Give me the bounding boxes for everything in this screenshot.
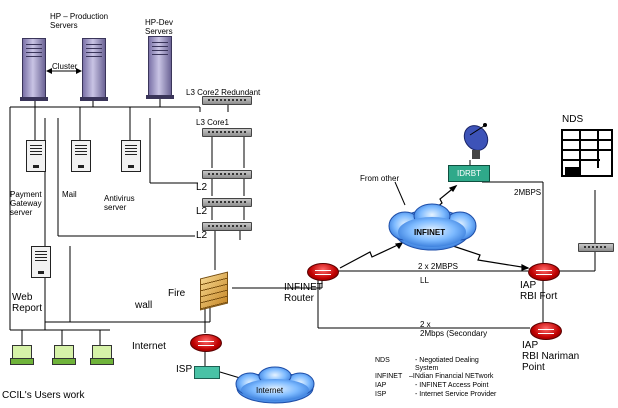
infinet-cloud-icon (388, 203, 477, 251)
2mbps-label: 2MBPS (514, 188, 542, 197)
legend-abbr: INFINET (375, 373, 403, 380)
l2-label: L2 (196, 206, 208, 217)
workstation-icon (52, 345, 76, 365)
internet-cloud-icon (235, 366, 315, 404)
mail-server-icon (71, 140, 91, 172)
internet-label: Internet (132, 341, 166, 352)
isp-router-icon (190, 334, 222, 352)
nds-switch-icon (578, 243, 614, 252)
legend-desc: –INdian Financial NETwork (409, 373, 494, 380)
rack-server-icon (20, 38, 48, 101)
workstation-icon (90, 345, 114, 365)
workstation-icon (10, 345, 34, 365)
legend-abbr: ISP (375, 391, 387, 398)
legend-abbr: NDS (375, 357, 390, 364)
infinet-router-label: INFINET Router (284, 282, 323, 304)
hp-dev-servers-label: HP-Dev Servers (145, 18, 174, 36)
payment-gateway-label: Payment Gateway server (10, 190, 42, 217)
web-report-label: Web Report (12, 292, 43, 314)
rack-server-icon (80, 38, 108, 101)
hp-production-servers-label: HP – Production Servers (50, 12, 109, 30)
isp-box-icon (194, 366, 220, 379)
iap-rbi-fort-label: IAP RBI Fort (520, 280, 558, 302)
ccil-users-label: CCIL's Users work (2, 390, 85, 401)
l2-switch-icon (202, 198, 252, 207)
link-ll-label: LL (420, 276, 429, 285)
l3-core2-label: L3 Core2 Redundant (186, 88, 261, 97)
infinet-router-icon (307, 263, 339, 281)
l3-core1-switch-icon (202, 128, 252, 137)
idrbt-box: IDRBT (448, 165, 490, 182)
l2-label: L2 (196, 230, 208, 241)
iap-rbi-nariman-router-icon (530, 322, 562, 340)
l3-core1-label: L3 Core1 (196, 118, 229, 127)
cluster-label: Cluster (52, 62, 78, 71)
l2-label: L2 (196, 182, 208, 193)
legend-desc: - Internet Service Provider (415, 391, 497, 398)
link-secondary-label: 2 x 2Mbps (Secondary (420, 320, 488, 338)
l3-core2-switch-icon (202, 96, 252, 105)
legend-abbr: IAP (375, 382, 387, 389)
l2-switch-icon (202, 170, 252, 179)
nds-label: NDS (562, 114, 584, 125)
legend-desc: - INFINET Access Point (415, 382, 489, 389)
antivirus-label: Antivirus server (104, 194, 135, 212)
infinet-cloud-label: INFINET (414, 228, 446, 237)
isp-label: ISP (176, 364, 193, 375)
firewall-label-bottom: wall (135, 300, 153, 311)
satellite-dish-icon (463, 123, 489, 159)
web-report-server-icon (31, 246, 51, 278)
nds-system-icon (561, 129, 613, 177)
iap-rbi-fort-router-icon (528, 263, 560, 281)
legend-desc: - Negotiated Dealing System (415, 357, 479, 372)
iap-rbi-nariman-label: IAP RBI Nariman Point (522, 340, 580, 373)
antivirus-server-icon (121, 140, 141, 172)
rack-server-icon (146, 36, 174, 99)
firewall-label-top: Fire (168, 288, 186, 299)
from-other-label: From other (360, 174, 400, 183)
internet-cloud-label: Internet (256, 386, 284, 395)
mail-label: Mail (62, 190, 77, 199)
l2-switch-icon (202, 222, 252, 231)
link-2x2mbps-label: 2 x 2MBPS (418, 262, 459, 271)
payment-gateway-server-icon (26, 140, 46, 172)
